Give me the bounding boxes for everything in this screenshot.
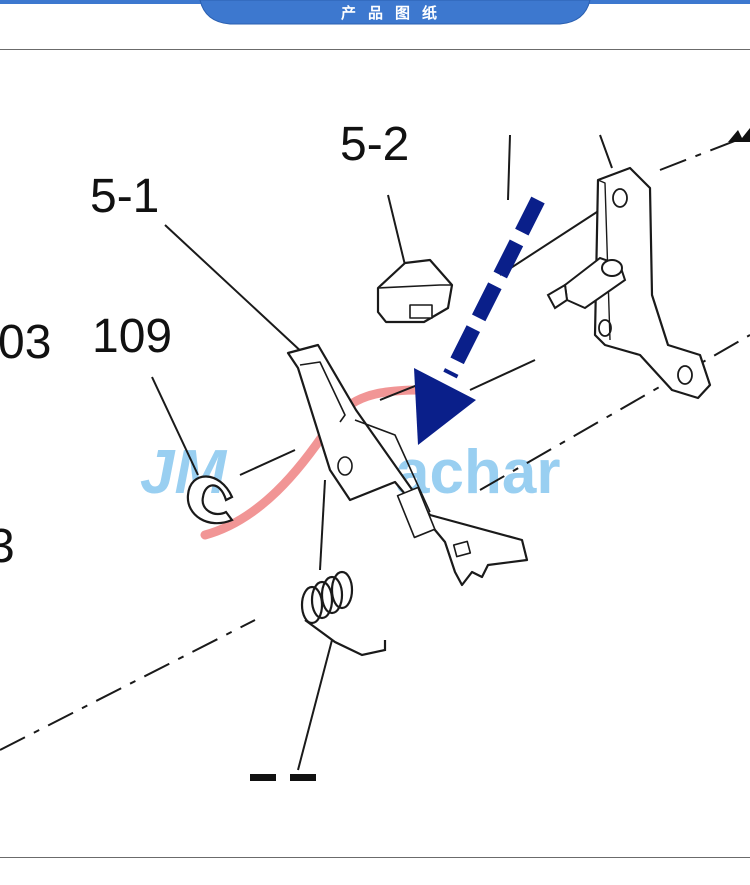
torsion-spring bbox=[300, 570, 387, 657]
lever-part bbox=[286, 343, 529, 587]
parts-diagram: JM achar bbox=[0, 118, 750, 781]
arrow-icon bbox=[414, 196, 545, 445]
e-clip bbox=[186, 475, 234, 525]
callout-109: 109 bbox=[92, 310, 172, 363]
bottom-divider bbox=[0, 857, 750, 858]
leader-lines bbox=[151, 134, 613, 771]
block-part bbox=[376, 258, 454, 324]
callout-5-2: 5-2 bbox=[340, 118, 409, 171]
watermark-text-left: JM bbox=[140, 438, 227, 507]
page-title: 产品图纸 bbox=[340, 4, 449, 22]
callout-5-1: 5-1 bbox=[90, 170, 159, 223]
callout-03: 03 bbox=[0, 316, 51, 369]
banner-shape bbox=[0, 0, 750, 25]
cropped-label-fragments bbox=[250, 128, 750, 781]
callout-3: -3 bbox=[0, 520, 15, 573]
watermark: JM achar bbox=[140, 385, 560, 540]
top-divider bbox=[0, 49, 750, 50]
header-banner: 产品图纸 bbox=[0, 0, 750, 30]
shaft-pin bbox=[546, 256, 627, 310]
